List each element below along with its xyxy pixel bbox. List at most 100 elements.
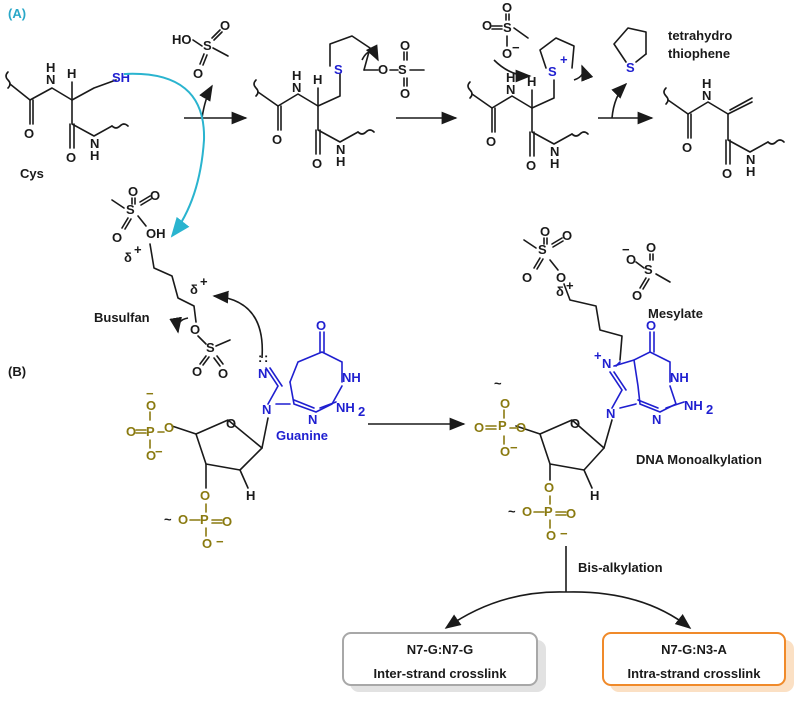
guanine-n7: N	[258, 366, 267, 381]
atom-n: N	[506, 82, 515, 97]
sugar-h: H	[246, 488, 255, 503]
delta-plus: +	[134, 242, 142, 257]
atom-s: S	[538, 242, 547, 257]
phosphate-o: O	[178, 512, 188, 527]
phosphate-o: O	[146, 398, 156, 413]
atom-o: O	[486, 134, 496, 149]
ring-sulfur: S	[334, 62, 343, 77]
guanine-nucleotide: N : : N O NH N NH 2 Guanine H O O P O O …	[126, 318, 365, 551]
atom-s: S	[203, 38, 212, 53]
atom-oh: OH	[146, 226, 166, 241]
atom-o: O	[112, 230, 122, 245]
atom-s: S	[398, 62, 407, 77]
atom-h: H	[90, 148, 99, 163]
atom-n: N	[746, 152, 755, 167]
phosphate-o: O	[222, 514, 232, 529]
atom-n: N	[550, 144, 559, 159]
atom-o: O	[682, 140, 692, 155]
atom-h: H	[292, 68, 301, 83]
charge-minus: −	[216, 534, 224, 549]
atom-o: O	[312, 156, 322, 171]
atom-h: H	[313, 72, 322, 87]
phosphate-o: O	[522, 504, 532, 519]
phosphate-o: O	[544, 480, 554, 495]
cys-label: Cys	[20, 166, 44, 181]
inter-strand-title: N7-G:N7-G	[406, 642, 474, 657]
tetrahydrothiophene: S tetrahydro thiophene	[613, 27, 732, 75]
atom-o: O	[626, 252, 636, 267]
curved-arrow-thiophene	[611, 82, 628, 119]
dehydroalanine-product: O N H O N H	[663, 76, 785, 181]
atom-s: S	[644, 262, 653, 277]
atom-ho: HO	[172, 32, 192, 47]
charge-minus: −	[512, 40, 520, 55]
atom-o: O	[502, 46, 512, 61]
phosphate-p: P	[544, 504, 553, 519]
atom-o: O	[522, 270, 532, 285]
product-n3: N	[652, 412, 661, 427]
n7-attack-arrow	[212, 290, 264, 359]
atom-o: O	[562, 228, 572, 243]
chain-wavy: ~	[164, 512, 172, 527]
intra-strand-title: N7-G:N3-A	[661, 642, 727, 657]
thioether-intermediate: S O S O O O N H H O N H	[253, 35, 425, 171]
guanine-o6: O	[316, 318, 326, 333]
product-o6: O	[646, 318, 656, 333]
guanine-nh2-sub: 2	[358, 404, 365, 419]
panel-b-label: (B)	[8, 364, 26, 379]
atom-o: O	[220, 18, 230, 33]
busulfan-molecule: S O O O OH H δ + δ + O S O O Busulfan	[94, 184, 231, 381]
delta-plus: +	[566, 278, 574, 293]
chain-wavy: ~	[494, 376, 502, 391]
thiol-attack-arrow	[123, 72, 206, 238]
delta-label: δ	[124, 250, 132, 265]
phosphate-o: O	[516, 420, 526, 435]
atom-o: O	[540, 224, 550, 239]
charge-plus: +	[560, 52, 568, 67]
atom-h: H	[336, 154, 345, 169]
sulfonium-sulfur: S	[548, 64, 557, 79]
charge-plus: +	[594, 348, 602, 363]
phosphate-p: P	[200, 512, 209, 527]
delta-label: δ	[556, 284, 564, 299]
atom-h: H	[702, 76, 711, 91]
atom-o: O	[66, 150, 76, 165]
guanine-n1: NH	[342, 370, 361, 385]
phosphate-o: O	[202, 536, 212, 551]
atom-o: O	[556, 270, 566, 285]
atom-s: S	[206, 340, 215, 355]
thiophene-label: thiophene	[668, 46, 730, 61]
mesylate-label: Mesylate	[648, 306, 703, 321]
atom-h: H	[67, 66, 76, 81]
inter-strand-box: N7-G:N7-G Inter-strand crosslink	[342, 632, 538, 686]
phosphate-p: P	[146, 424, 155, 439]
phosphate-o: O	[146, 448, 156, 463]
ring-oxygen: O	[226, 416, 236, 431]
product-n1: NH	[670, 370, 689, 385]
atom-n: N	[46, 72, 55, 87]
cysteine-molecule: O H N H O N H SH Cys	[5, 60, 130, 181]
charge-minus: −	[510, 440, 518, 455]
ring-oxygen: O	[570, 416, 580, 431]
delta-label: δ	[190, 282, 198, 297]
phosphate-o: O	[500, 396, 510, 411]
atom-o: O	[378, 62, 388, 77]
atom-o: O	[24, 126, 34, 141]
product-n9: N	[606, 406, 615, 421]
atom-n: N	[90, 136, 99, 151]
phosphate-o: O	[200, 488, 210, 503]
charge-minus: −	[146, 386, 154, 401]
atom-o: O	[193, 66, 203, 81]
atom-h: H	[46, 60, 55, 75]
intra-strand-box: N7-G:N3-A Intra-strand crosslink	[602, 632, 786, 686]
atom-o: O	[526, 158, 536, 173]
methanesulfonic-acid: HO S O O	[172, 18, 230, 81]
atom-h: H	[550, 156, 559, 171]
product-nh2-sub: 2	[706, 402, 713, 417]
atom-o: O	[128, 184, 138, 199]
atom-o: O	[272, 132, 282, 147]
dna-mono-label: DNA Monoalkylation	[636, 452, 762, 467]
phosphate-o: O	[126, 424, 136, 439]
atom-o: O	[646, 240, 656, 255]
phosphate-o: O	[474, 420, 484, 435]
